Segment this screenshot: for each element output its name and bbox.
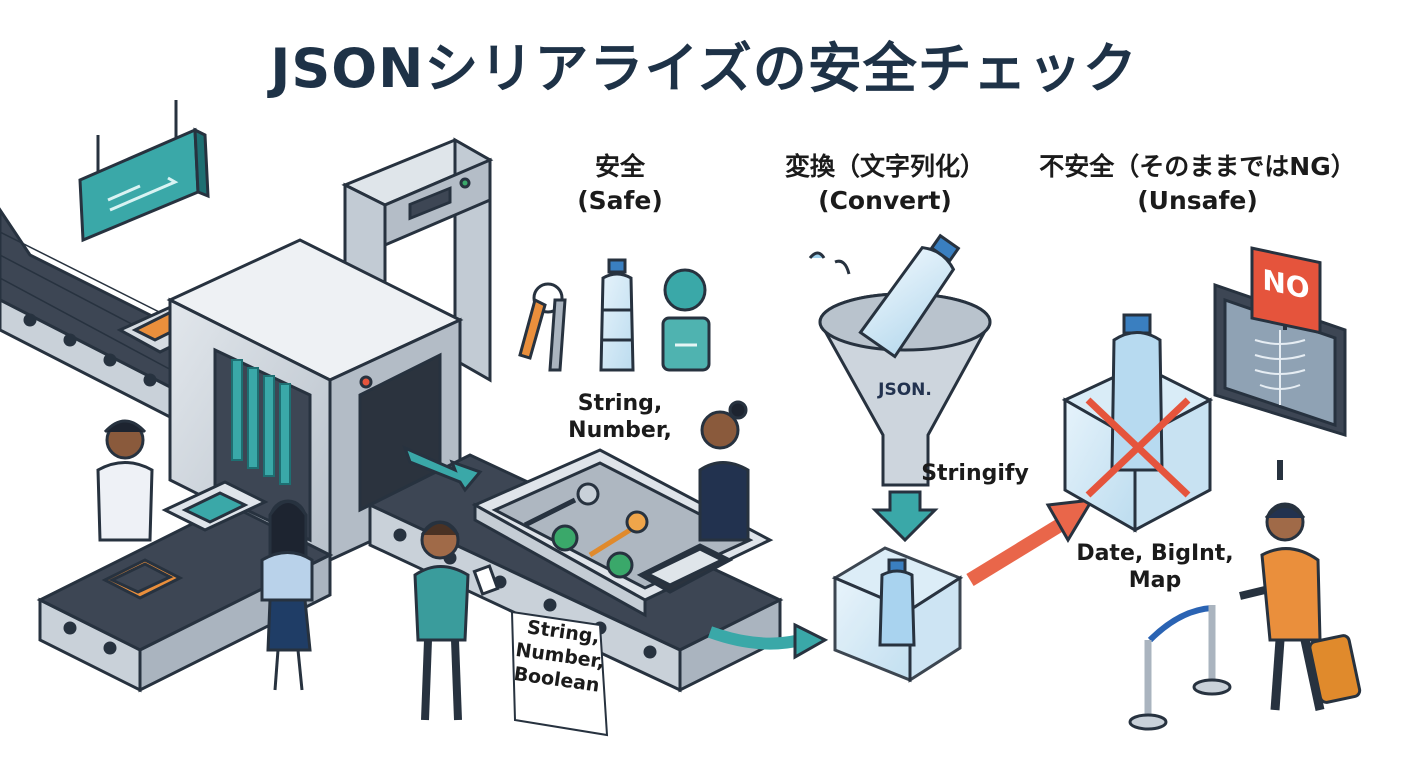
staff-officer-left bbox=[96, 419, 154, 542]
unsafe-types-label: Date, BigInt, Map bbox=[1075, 540, 1235, 594]
safe-types-label: String, Number, bbox=[555, 390, 685, 444]
safe-type-string: String, bbox=[577, 391, 663, 416]
convert-heading-en: (Convert) bbox=[818, 186, 952, 215]
convert-heading: 変換（文字列化） (Convert) bbox=[765, 150, 1005, 218]
page-title: JSONシリアライズの安全チェック bbox=[270, 37, 1138, 100]
funnel-icon bbox=[818, 292, 992, 487]
gold-key-icon bbox=[588, 510, 649, 558]
safe-type-number: Number, bbox=[568, 418, 672, 443]
passenger-woman bbox=[260, 499, 314, 691]
staff-officer-right bbox=[698, 400, 750, 542]
unsafe-heading: 不安全（そのままではNG） (Unsafe) bbox=[1020, 150, 1375, 218]
safe-heading-jp: 安全 bbox=[594, 152, 645, 181]
unsafe-heading-jp: 不安全（そのままではNG） bbox=[1039, 152, 1356, 181]
traveler-with-suitcase bbox=[1239, 502, 1362, 711]
tilted-bottle-icon bbox=[808, 233, 961, 359]
card-badge-icon bbox=[661, 268, 711, 372]
safe-heading-en: (Safe) bbox=[577, 186, 663, 215]
keys-icon bbox=[518, 282, 567, 372]
conveyor-sign-text: String, Number, Boolean bbox=[501, 613, 620, 700]
unsafe-type-date-bigint: Date, BigInt, bbox=[1076, 541, 1234, 566]
conveyor-sign-plate bbox=[510, 610, 609, 737]
unsafe-type-map: Map bbox=[1128, 568, 1182, 593]
curved-arrow-icon bbox=[707, 622, 829, 660]
unsafe-heading-en: (Unsafe) bbox=[1137, 186, 1258, 215]
safe-heading: 安全 (Safe) bbox=[520, 150, 720, 218]
key-icon bbox=[523, 482, 600, 528]
hanging-sign-icon bbox=[78, 100, 210, 243]
down-arrow-icon bbox=[871, 490, 939, 543]
no-sign-icon bbox=[1250, 246, 1322, 335]
glass-cube-bottle bbox=[831, 546, 964, 683]
blocked-bottle-cube bbox=[1061, 313, 1214, 533]
stringify-label: Stringify bbox=[921, 461, 1029, 486]
red-arrow-icon bbox=[966, 498, 1095, 586]
passenger-man-center bbox=[413, 520, 500, 721]
inspection-tray bbox=[471, 448, 774, 618]
water-bottle-icon bbox=[599, 258, 635, 372]
convert-heading-jp: 変換（文字列化） bbox=[784, 152, 985, 181]
funnel-label: JSON. bbox=[878, 380, 932, 400]
barrier-stanchions bbox=[1128, 605, 1232, 731]
smartphone-icon bbox=[636, 543, 734, 594]
